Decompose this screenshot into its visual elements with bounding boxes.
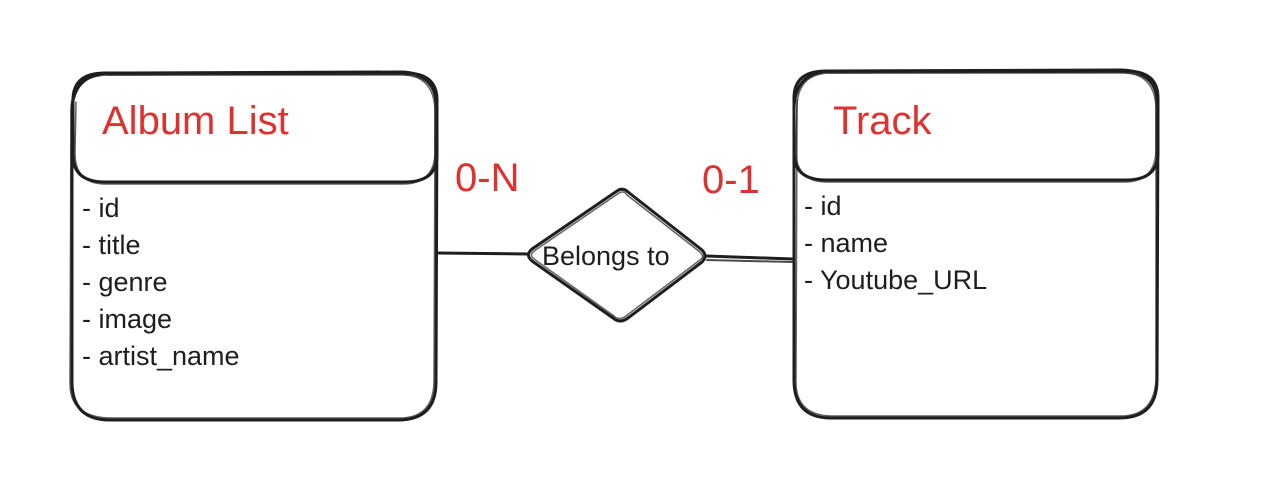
track-attribute-id: - id bbox=[804, 191, 842, 221]
track-entity-box[interactable] bbox=[792, 68, 1160, 420]
album-attribute-list: - id - title - genre - image - artist_na… bbox=[82, 190, 240, 375]
album-attribute-genre: - genre bbox=[82, 267, 168, 297]
track-attribute-name: - name bbox=[804, 228, 889, 258]
album-attribute-artist-name: - artist_name bbox=[82, 341, 240, 371]
album-attribute-title: - title bbox=[82, 230, 141, 260]
album-entity-title: Album List bbox=[102, 99, 289, 143]
track-attribute-list: - id - name - Youtube_URL bbox=[804, 188, 987, 299]
diagram-shapes bbox=[69, 68, 1160, 422]
album-attribute-image: - image bbox=[82, 304, 173, 334]
relationship-label: Belongs to bbox=[542, 241, 670, 271]
album-attribute-id: - id bbox=[82, 193, 120, 223]
cardinality-track-side: 0-1 bbox=[702, 158, 760, 202]
album-entity-box[interactable] bbox=[69, 70, 439, 422]
connector-left bbox=[435, 251, 530, 256]
connector-right bbox=[704, 254, 795, 261]
track-attribute-youtube-url: - Youtube_URL bbox=[804, 265, 988, 295]
track-entity-title: Track bbox=[833, 99, 932, 143]
cardinality-album-side: 0-N bbox=[455, 156, 520, 200]
relationship-diamond[interactable] bbox=[527, 187, 707, 323]
